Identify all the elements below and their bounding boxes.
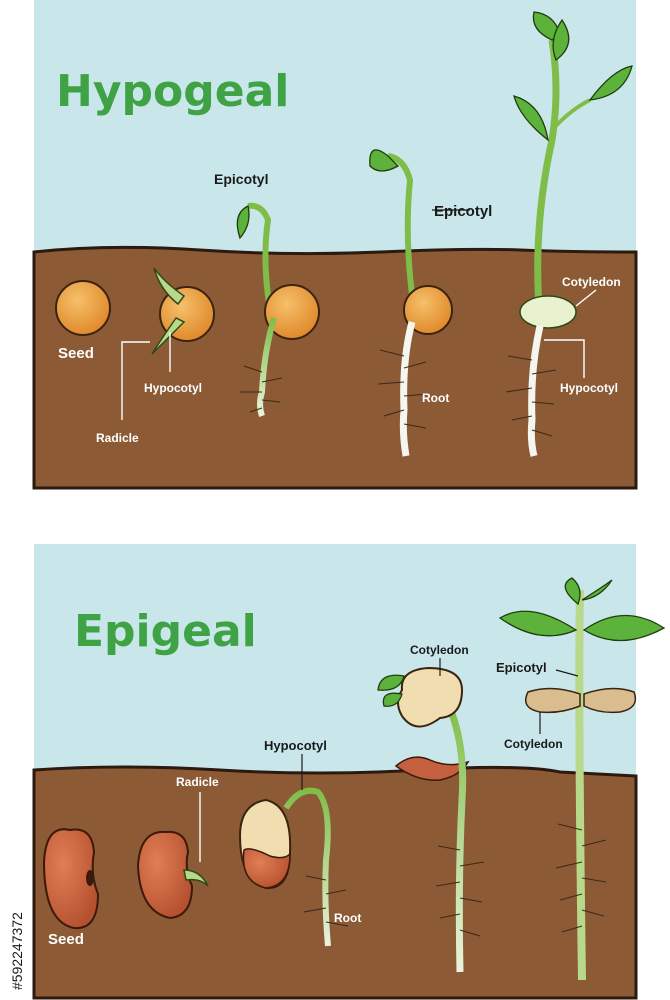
hypogeal-stage-4: Epicotyl Root: [369, 149, 492, 457]
epigeal-bean-2: [136, 830, 194, 920]
hypogeal-epicotyl-label-1: Epicotyl: [214, 171, 268, 187]
hypogeal-stage-2: Hypocotyl Radicle: [96, 267, 215, 445]
hypogeal-hypocotyl-label-1: Hypocotyl: [144, 381, 202, 395]
epigeal-leaf-5b: [581, 579, 613, 601]
hypogeal-seed-4: [403, 285, 453, 335]
hypogeal-seed-label: Seed: [58, 345, 94, 362]
epigeal-leaf-4b: [382, 692, 403, 707]
hypogeal-panel: Hypogeal Seed Hypocotyl Radicle Epicotyl: [32, 0, 638, 490]
radicle-leader: [121, 341, 150, 420]
hypogeal-rootlets-5: [505, 355, 557, 437]
epigeal-hypocotyl-3: [283, 787, 331, 947]
epigeal-stage-1: Seed: [42, 828, 100, 948]
hypogeal-leaf-5c: [588, 65, 633, 101]
epigeal-epicotyl-label: Epicotyl: [496, 660, 547, 675]
hypogeal-stem-5: [534, 39, 560, 321]
hypogeal-root-label: Root: [422, 391, 449, 405]
epigeal-cotyledon-5a: [525, 687, 581, 714]
epigeal-seedcoat-3: [242, 848, 291, 889]
hypogeal-sprout-2: [151, 267, 186, 355]
hypogeal-leaf-5d: [513, 95, 549, 142]
hypogeal-stage-1: Seed: [55, 280, 111, 362]
epigeal-rootlets-3: [303, 875, 349, 927]
cotyledon-leader-1: [575, 289, 597, 307]
epigeal-seed-label: Seed: [48, 931, 84, 948]
stock-id-text: #592247372: [9, 912, 25, 990]
epigeal-seedcoat-4: [394, 756, 470, 781]
hypogeal-rootlets-4: [377, 349, 429, 429]
hypogeal-bud-leaf-3: [236, 205, 250, 240]
epigeal-leaf-4a: [377, 674, 405, 691]
hypogeal-stage-3: Epicotyl: [214, 171, 320, 417]
epigeal-root-label: Root: [334, 911, 361, 925]
hypogeal-branch-5: [550, 98, 591, 132]
epigeal-cotyledon-4: [397, 666, 464, 728]
hypogeal-epicotyl-stem-4: [387, 153, 417, 311]
epigeal-stage-2: Radicle: [136, 775, 219, 920]
epigeal-hypocotyl-4: [442, 698, 467, 973]
epigeal-stage-3: Hypocotyl Root: [238, 738, 361, 947]
hypogeal-leaf-4: [369, 149, 400, 172]
epigeal-title: Epigeal: [74, 606, 257, 657]
hypogeal-seed-3: [264, 284, 320, 340]
hypogeal-stage-5: Cotyledon Hypocotyl: [505, 11, 633, 457]
hypocotyl-leader-2: [544, 339, 585, 378]
hypogeal-soil: [32, 245, 638, 490]
epigeal-leaf-5c: [498, 610, 578, 637]
epigeal-soil: [32, 765, 638, 1000]
epigeal-cotyledon-label-1: Cotyledon: [410, 643, 469, 657]
epigeal-leaf-5d: [582, 614, 666, 642]
epigeal-leaf-5a: [564, 577, 581, 606]
epigeal-panel: Epigeal Seed Radicle Hypocotyl Root: [9, 544, 666, 1000]
epigeal-rootlets-4: [435, 845, 485, 937]
hypogeal-leaf-5b: [552, 18, 570, 62]
epigeal-cotyledon-label-2: Cotyledon: [504, 737, 563, 751]
hypogeal-root-5: [527, 325, 544, 457]
hypogeal-root-4: [399, 321, 416, 457]
hypogeal-seed: [55, 280, 111, 336]
hypogeal-rootlets-3: [240, 365, 283, 413]
epigeal-sky: [34, 544, 636, 776]
epigeal-cotyledon-5b: [583, 687, 637, 714]
epigeal-hypocotyl-label: Hypocotyl: [264, 738, 327, 753]
hypogeal-title: Hypogeal: [56, 66, 289, 117]
epigeal-stage-5: Epicotyl Cotyledon: [496, 577, 666, 981]
hypogeal-cotyledon-label: Cotyledon: [562, 275, 621, 289]
epigeal-radicle-label: Radicle: [176, 775, 219, 789]
epigeal-radicle-2: [183, 869, 209, 887]
epigeal-stage-4: Cotyledon: [377, 643, 485, 973]
epigeal-rootlets-5: [555, 823, 607, 933]
epigeal-stem-5: [575, 589, 586, 981]
hypogeal-epicotyl-stem-3: [247, 202, 273, 311]
hypogeal-epicotyl-label-2: Epicotyl: [434, 203, 492, 220]
epicotyl-leader-epi: [555, 669, 579, 677]
epigeal-bean-hilum: [86, 870, 94, 886]
hypogeal-hypocotyl-label-2: Hypocotyl: [560, 381, 618, 395]
hypogeal-radicle-label: Radicle: [96, 431, 139, 445]
epigeal-bean-seed: [42, 828, 100, 930]
hypogeal-cotyledon-5: [519, 295, 577, 329]
